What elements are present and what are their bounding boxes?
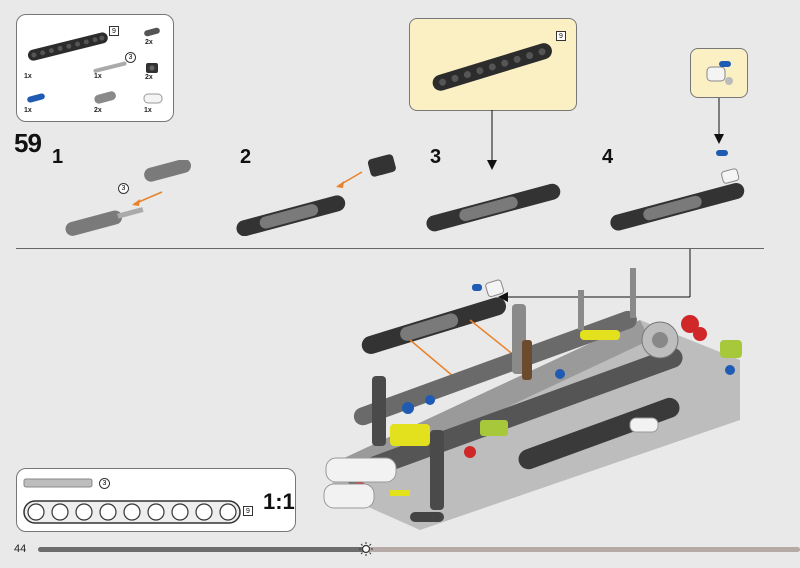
- step-number: 59: [14, 128, 42, 158]
- beam-length-tag: 9: [243, 506, 253, 516]
- substep-3-illustration: [426, 183, 561, 232]
- progress-fill: [38, 547, 366, 552]
- substep-4-label: 4: [602, 146, 614, 168]
- part-length-tag: 9: [556, 31, 566, 41]
- axle-length-circle: 3: [118, 183, 129, 194]
- axle-length-circle: 3: [99, 478, 110, 489]
- substep-4-illustration: [610, 150, 745, 231]
- grey-joiner-part: [94, 91, 116, 104]
- substep-1-illustration: [65, 160, 192, 236]
- page-number: 44: [14, 543, 27, 555]
- dark-pin-part: [144, 27, 160, 37]
- part-qty: 1x: [24, 73, 32, 80]
- main-assembly-illustration: [323, 268, 742, 530]
- grey-axle-part: [93, 61, 127, 73]
- substep-1-label: 1: [52, 146, 64, 168]
- step-divider: [16, 248, 764, 249]
- part-length-tag: 9: [109, 26, 119, 36]
- substep-4-callout: [690, 48, 748, 98]
- dark-connector-part: [146, 63, 158, 73]
- substep-2-label: 2: [240, 146, 252, 168]
- black-beam-9-part: [27, 32, 108, 61]
- scale-box: 3 9 1:1: [16, 468, 296, 532]
- blue-pin-part: [27, 93, 45, 103]
- substep-3-callout: 9: [409, 18, 577, 111]
- scale-ratio: 1:1: [263, 489, 295, 514]
- callout-arrow: [487, 110, 497, 170]
- axle-length-circle: 3: [125, 52, 136, 63]
- black-beam-9-part: [432, 43, 552, 91]
- beam-9-scale: [23, 500, 241, 524]
- part-qty: 2x: [94, 107, 102, 114]
- substep-3-label: 3: [430, 146, 442, 168]
- connector-with-pin-part: [706, 61, 733, 85]
- part-qty: 2x: [145, 39, 153, 46]
- substep-2-illustration: [236, 154, 396, 236]
- axle-3-scale: [23, 478, 93, 488]
- part-qty: 1x: [94, 73, 102, 80]
- white-connector-part: [143, 93, 163, 104]
- part-qty: 2x: [145, 74, 153, 81]
- parts-list-box: 1x 9 2x 3 1x 2x 1x 2x 1x: [16, 14, 174, 122]
- callout-arrow: [714, 98, 724, 144]
- part-qty: 1x: [24, 107, 32, 114]
- part-qty: 1x: [144, 107, 152, 114]
- progress-track: [38, 542, 800, 556]
- assembly-pointer-arrow: [498, 249, 691, 302]
- progress-marker-icon: [358, 542, 373, 556]
